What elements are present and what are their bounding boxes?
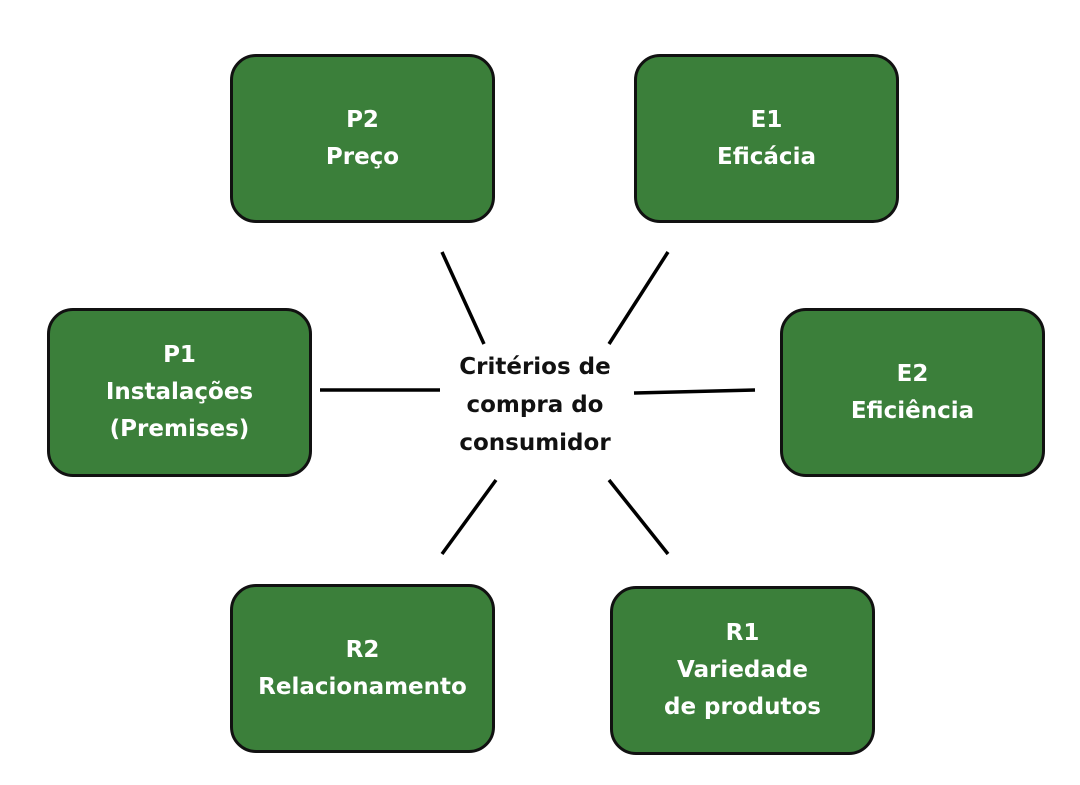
connector-r1 [607,478,670,556]
criterion-code: R1 [725,620,760,646]
connector-r2 [440,478,498,556]
center-label: Critérios de compra do consumidor [430,345,640,465]
criterion-node-e2: E2 Eficiência [780,308,1045,477]
criterion-label: de produtos [663,694,821,720]
criterion-node-e1: E1 Eficácia [634,54,899,223]
criterion-code: R2 [345,636,380,663]
criterion-label: Variedade [677,657,808,683]
connector-e1 [607,251,670,345]
criterion-node-r2: R2 Relacionamento [230,584,495,753]
criterion-label: Preço [325,143,400,170]
criterion-label: Relacionamento [258,673,467,700]
criterion-code: E2 [896,360,929,387]
center-label-line-2: compra do [466,392,604,418]
center-label-line-3: consumidor [459,430,611,456]
connector-p2 [440,251,486,345]
criterion-label: (Premises) [109,416,250,442]
criterion-node-p2: P2 Preço [230,54,495,223]
criterion-code: P1 [163,342,196,368]
criterion-node-p1: P1 Instalações (Premises) [47,308,312,477]
criterion-label: Instalações [105,379,254,405]
criterion-code: P2 [346,106,379,133]
criterion-label: Eficiência [850,397,975,424]
criterion-label: Eficácia [717,143,816,170]
criterion-node-r1: R1 Variedade de produtos [610,586,875,755]
center-label-line-1: Critérios de [459,354,611,380]
connector-e2 [633,388,756,395]
criterion-code: E1 [750,106,783,133]
